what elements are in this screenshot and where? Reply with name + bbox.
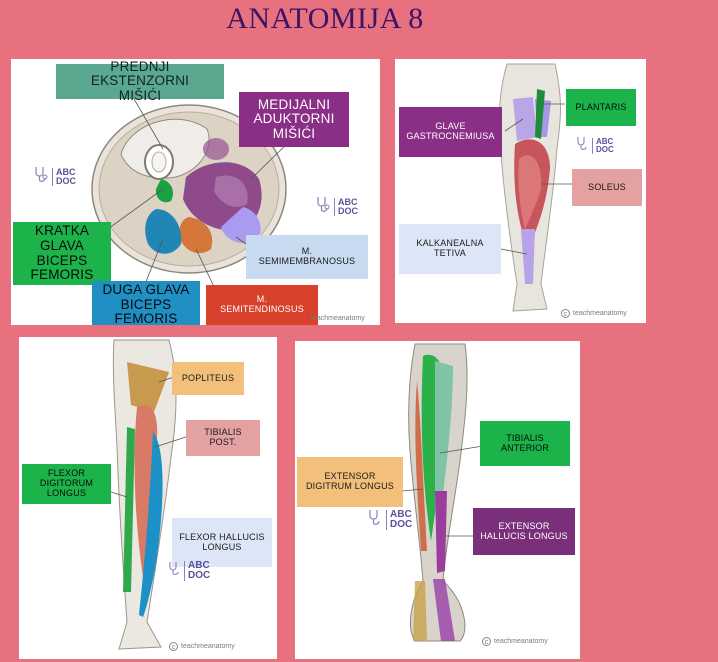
stethoscope-icon <box>315 195 331 218</box>
logo-text-abc: ABC <box>390 508 412 520</box>
stethoscope-icon <box>167 560 181 581</box>
label-semitendinosus: M. SEMITENDINOSUS <box>206 285 318 325</box>
label-soleus: SOLEUS <box>572 169 642 206</box>
posterior-leg-superficial-panel: PLANTARIS GLAVE GASTROCNEMIUSA SOLEUS KA… <box>395 59 646 323</box>
thigh-cross-section-panel: PREDNJI EKSTENZORNI MIŠIĆI MEDIJALNI ADU… <box>11 59 380 325</box>
label-anterior-extensors: PREDNJI EKSTENZORNI MIŠIĆI <box>56 59 224 103</box>
logo-text-doc: DOC <box>338 205 358 216</box>
deep-posterior-leg-illustration <box>110 339 187 650</box>
credit: teachmeanatomy <box>311 315 365 322</box>
copyright-icon: c <box>169 642 178 651</box>
label-short-head-biceps: KRATKA GLAVA BICEPS FEMORIS <box>13 222 111 285</box>
anterior-leg-illustration <box>401 343 484 642</box>
stethoscope-icon <box>367 508 383 531</box>
credit: c teachmeanatomy <box>169 642 235 651</box>
label-flexor-hallucis-longus: FLEXOR HALLUCIS LONGUS <box>172 518 272 567</box>
credit-text: teachmeanatomy <box>494 638 548 645</box>
logo-text-doc: DOC <box>188 569 211 581</box>
label-extensor-digitorum-longus: EXTENSOR DIGITRUM LONGUS <box>297 457 403 507</box>
logo-text-abc: ABC <box>596 136 614 146</box>
label-medial-adductors: MEDIJALNI ADUKTORNI MIŠIĆI <box>239 92 349 147</box>
label-tibialis-anterior: TIBIALIS ANTERIOR <box>480 421 570 466</box>
copyright-icon: c <box>482 637 491 646</box>
stethoscope-icon <box>33 165 49 188</box>
label-semimembranosus: M. SEMIMEMBRANOSUS <box>246 235 368 279</box>
logo-text-doc: DOC <box>56 175 76 186</box>
logo-text-abc: ABC <box>338 196 358 207</box>
label-calcaneal-tendon: KALKANEALNA TETIVA <box>399 224 501 274</box>
credit: c teachmeanatomy <box>561 309 627 318</box>
logo-text-doc: DOC <box>596 144 614 154</box>
label-gastrocnemius-heads: GLAVE GASTROCNEMIUSA <box>399 107 502 157</box>
label-flexor-digitorum-longus: FLEXOR DIGITORUM LONGUS <box>22 464 111 504</box>
label-long-head-biceps: DUGA GLAVA BICEPS FEMORIS <box>92 281 200 325</box>
posterior-leg-deep-panel: POPLITEUS TIBIALIS POST. FLEXOR DIGITORU… <box>19 337 277 659</box>
anterior-leg-panel: TIBIALIS ANTERIOR EXTENSOR DIGITRUM LONG… <box>295 341 580 659</box>
credit-text: teachmeanatomy <box>311 315 365 322</box>
logo-text-doc: DOC <box>390 518 413 530</box>
logo-text-abc: ABC <box>56 166 76 177</box>
copyright-icon: c <box>561 309 570 318</box>
logo-text-abc: ABC <box>188 559 210 571</box>
credit-text: teachmeanatomy <box>181 643 235 650</box>
label-tibialis-posterior: TIBIALIS POST. <box>186 420 260 456</box>
credit-text: teachmeanatomy <box>573 310 627 317</box>
stethoscope-icon <box>575 135 589 156</box>
credit: c teachmeanatomy <box>482 637 548 646</box>
label-popliteus: POPLITEUS <box>172 362 244 395</box>
page-title: ANATOMIJA 8 <box>226 2 424 35</box>
label-plantaris: PLANTARIS <box>566 89 636 126</box>
thigh-cross-section-illustration <box>91 84 295 295</box>
label-extensor-hallucis-longus: EXTENSOR HALLUCIS LONGUS <box>473 508 575 555</box>
